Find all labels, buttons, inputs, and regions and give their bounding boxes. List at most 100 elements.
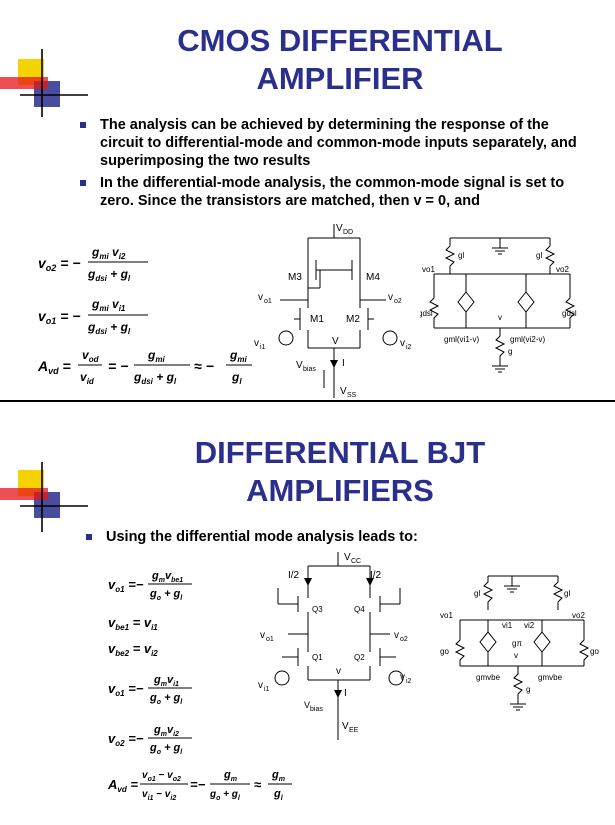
- label-ss-vo1: vo1: [440, 611, 453, 620]
- label-vi2: v: [400, 338, 405, 349]
- label-go-left: go: [440, 647, 449, 656]
- equation-vo1: vo1 =−: [108, 681, 144, 698]
- label-q2: Q2: [354, 653, 365, 662]
- svg-text:DD: DD: [343, 229, 353, 236]
- svg-text:o1: o1: [264, 298, 272, 305]
- label-gdsl-left: gdsl: [420, 309, 433, 318]
- title-line-1: CMOS DIFFERENTIAL: [177, 23, 503, 58]
- label-vo2: v: [388, 292, 393, 303]
- label-vdd: V: [336, 223, 343, 234]
- label-gm-right: gmvbe: [538, 673, 563, 682]
- equation-vo2: vo2 =−: [108, 731, 144, 748]
- bullet-item: The analysis can be achieved by determin…: [78, 116, 590, 170]
- label-ss-vi2: vi2: [524, 621, 535, 630]
- bjt-differential-circuit: V CC I/2 I/2 Q3 Q4 v o1 v o2 Q1 Q2 v v i…: [258, 552, 412, 740]
- slide-divider: [0, 400, 615, 402]
- label-gpi: gπ: [512, 639, 522, 648]
- cmos-differential-circuit: V DD M3 M4 v o1 v o2 M1 M2 V v i1 v i2: [254, 223, 412, 399]
- label-q1: Q1: [312, 653, 323, 662]
- equation-vo1-vbe: vo1 =−: [108, 577, 144, 594]
- bullet-list: The analysis can be achieved by determin…: [78, 116, 590, 210]
- equations-block: vo2 = − gmi vi2 gdsi + gl vo1 = − gmi vi…: [37, 245, 252, 386]
- svg-text:o1: o1: [266, 636, 274, 643]
- equation-avd: Avd =: [107, 777, 138, 794]
- equation-avd: Avd =: [37, 358, 71, 376]
- label-gm-right: gml(vi2-v): [510, 335, 545, 344]
- svg-text:gmvi2: gmvi2: [153, 724, 179, 738]
- label-q3: Q3: [312, 605, 323, 614]
- svg-text:= −: = −: [108, 358, 128, 374]
- svg-text:gl: gl: [231, 370, 242, 386]
- label-ss-g: g: [526, 685, 530, 694]
- svg-text:o2: o2: [400, 636, 408, 643]
- svg-text:=−: =−: [190, 777, 206, 792]
- label-go-right: go: [590, 647, 599, 656]
- label-i: I: [344, 688, 347, 699]
- svg-text:go + gl: go + gl: [149, 588, 183, 602]
- svg-text:i2: i2: [406, 678, 412, 685]
- svg-text:gmvbe1: gmvbe1: [151, 570, 183, 584]
- svg-text:gdsi + gl: gdsi + gl: [133, 370, 177, 386]
- svg-text:o2: o2: [394, 298, 402, 305]
- label-vo1: v: [258, 292, 263, 303]
- equation-vo1: vo1 = −: [38, 308, 80, 326]
- label-vss: V: [340, 386, 347, 397]
- svg-text:vid: vid: [80, 370, 95, 386]
- svg-text:go + gl: go + gl: [209, 789, 241, 802]
- label-m4: M4: [366, 272, 380, 283]
- title-line-2: AMPLIFIERS: [246, 473, 434, 508]
- svg-text:gdsi + gl: gdsi + gl: [87, 320, 131, 336]
- svg-text:i1: i1: [260, 344, 266, 351]
- label-ss-vo2: vo2: [572, 611, 585, 620]
- label-i: I: [342, 358, 345, 369]
- label-gl-right: gl: [564, 589, 570, 598]
- equation-vo2: vo2 = −: [38, 255, 80, 273]
- svg-text:≈ −: ≈ −: [194, 358, 214, 374]
- svg-text:gmi vi2: gmi vi2: [91, 245, 126, 261]
- label-m2: M2: [346, 314, 360, 325]
- bjt-small-signal-model: gl gl vo1 vo2 vi1 vi2 gπ v go go gmvbe g…: [440, 575, 599, 711]
- label-ss-vo2: vo2: [556, 265, 569, 274]
- svg-text:vi1 − vi2: vi1 − vi2: [142, 789, 176, 802]
- equation-vbe2: vbe2 = vi2: [108, 641, 158, 658]
- label-ss-v: v: [514, 651, 518, 660]
- svg-text:i2: i2: [406, 344, 412, 351]
- label-gdsl-right: gdsl: [562, 309, 577, 318]
- svg-text:bias: bias: [303, 366, 316, 373]
- equation-vbe1: vbe1 = vi1: [108, 615, 158, 632]
- label-m1: M1: [310, 314, 324, 325]
- svg-text:gmi: gmi: [147, 348, 165, 364]
- label-ss-v: v: [498, 313, 502, 322]
- svg-text:bias: bias: [310, 706, 323, 713]
- bullet-list: Using the differential mode analysis lea…: [84, 528, 584, 546]
- svg-text:vo1 − vo2: vo1 − vo2: [142, 770, 181, 783]
- svg-text:gmi: gmi: [229, 348, 247, 364]
- slide-differential-bjt-amplifiers: DIFFERENTIAL BJT AMPLIFIERS Using the di…: [0, 400, 615, 825]
- svg-text:go + gl: go + gl: [149, 742, 183, 756]
- svg-text:gm: gm: [271, 769, 285, 783]
- label-gl-right: gl: [536, 251, 542, 260]
- label-vbias: V: [304, 700, 310, 710]
- slide-title: CMOS DIFFERENTIAL AMPLIFIER: [90, 22, 590, 98]
- decorative-corner-logo: [0, 462, 88, 532]
- label-ss-g: g: [508, 347, 512, 356]
- decorative-corner-logo: [0, 49, 88, 117]
- svg-text:gmvi1: gmvi1: [153, 674, 179, 688]
- label-vo1: v: [260, 630, 265, 641]
- svg-text:SS: SS: [347, 392, 357, 399]
- svg-text:CC: CC: [351, 558, 361, 565]
- label-i2-left: I/2: [288, 570, 300, 581]
- label-vee: V: [342, 721, 349, 732]
- label-vi1: v: [258, 680, 263, 691]
- svg-text:i1: i1: [264, 686, 270, 693]
- svg-text:gmi vi1: gmi vi1: [91, 297, 126, 313]
- svg-text:gdsi + gl: gdsi + gl: [87, 267, 131, 283]
- bullet-item: Using the differential mode analysis lea…: [84, 528, 584, 546]
- title-line-1: DIFFERENTIAL BJT: [194, 435, 486, 470]
- label-v: V: [332, 336, 339, 347]
- label-vcc: V: [344, 552, 351, 563]
- label-gm-left: gmvbe: [476, 673, 501, 682]
- label-q4: Q4: [354, 605, 365, 614]
- title-line-2: AMPLIFIER: [256, 61, 424, 96]
- label-vi2: v: [400, 672, 405, 683]
